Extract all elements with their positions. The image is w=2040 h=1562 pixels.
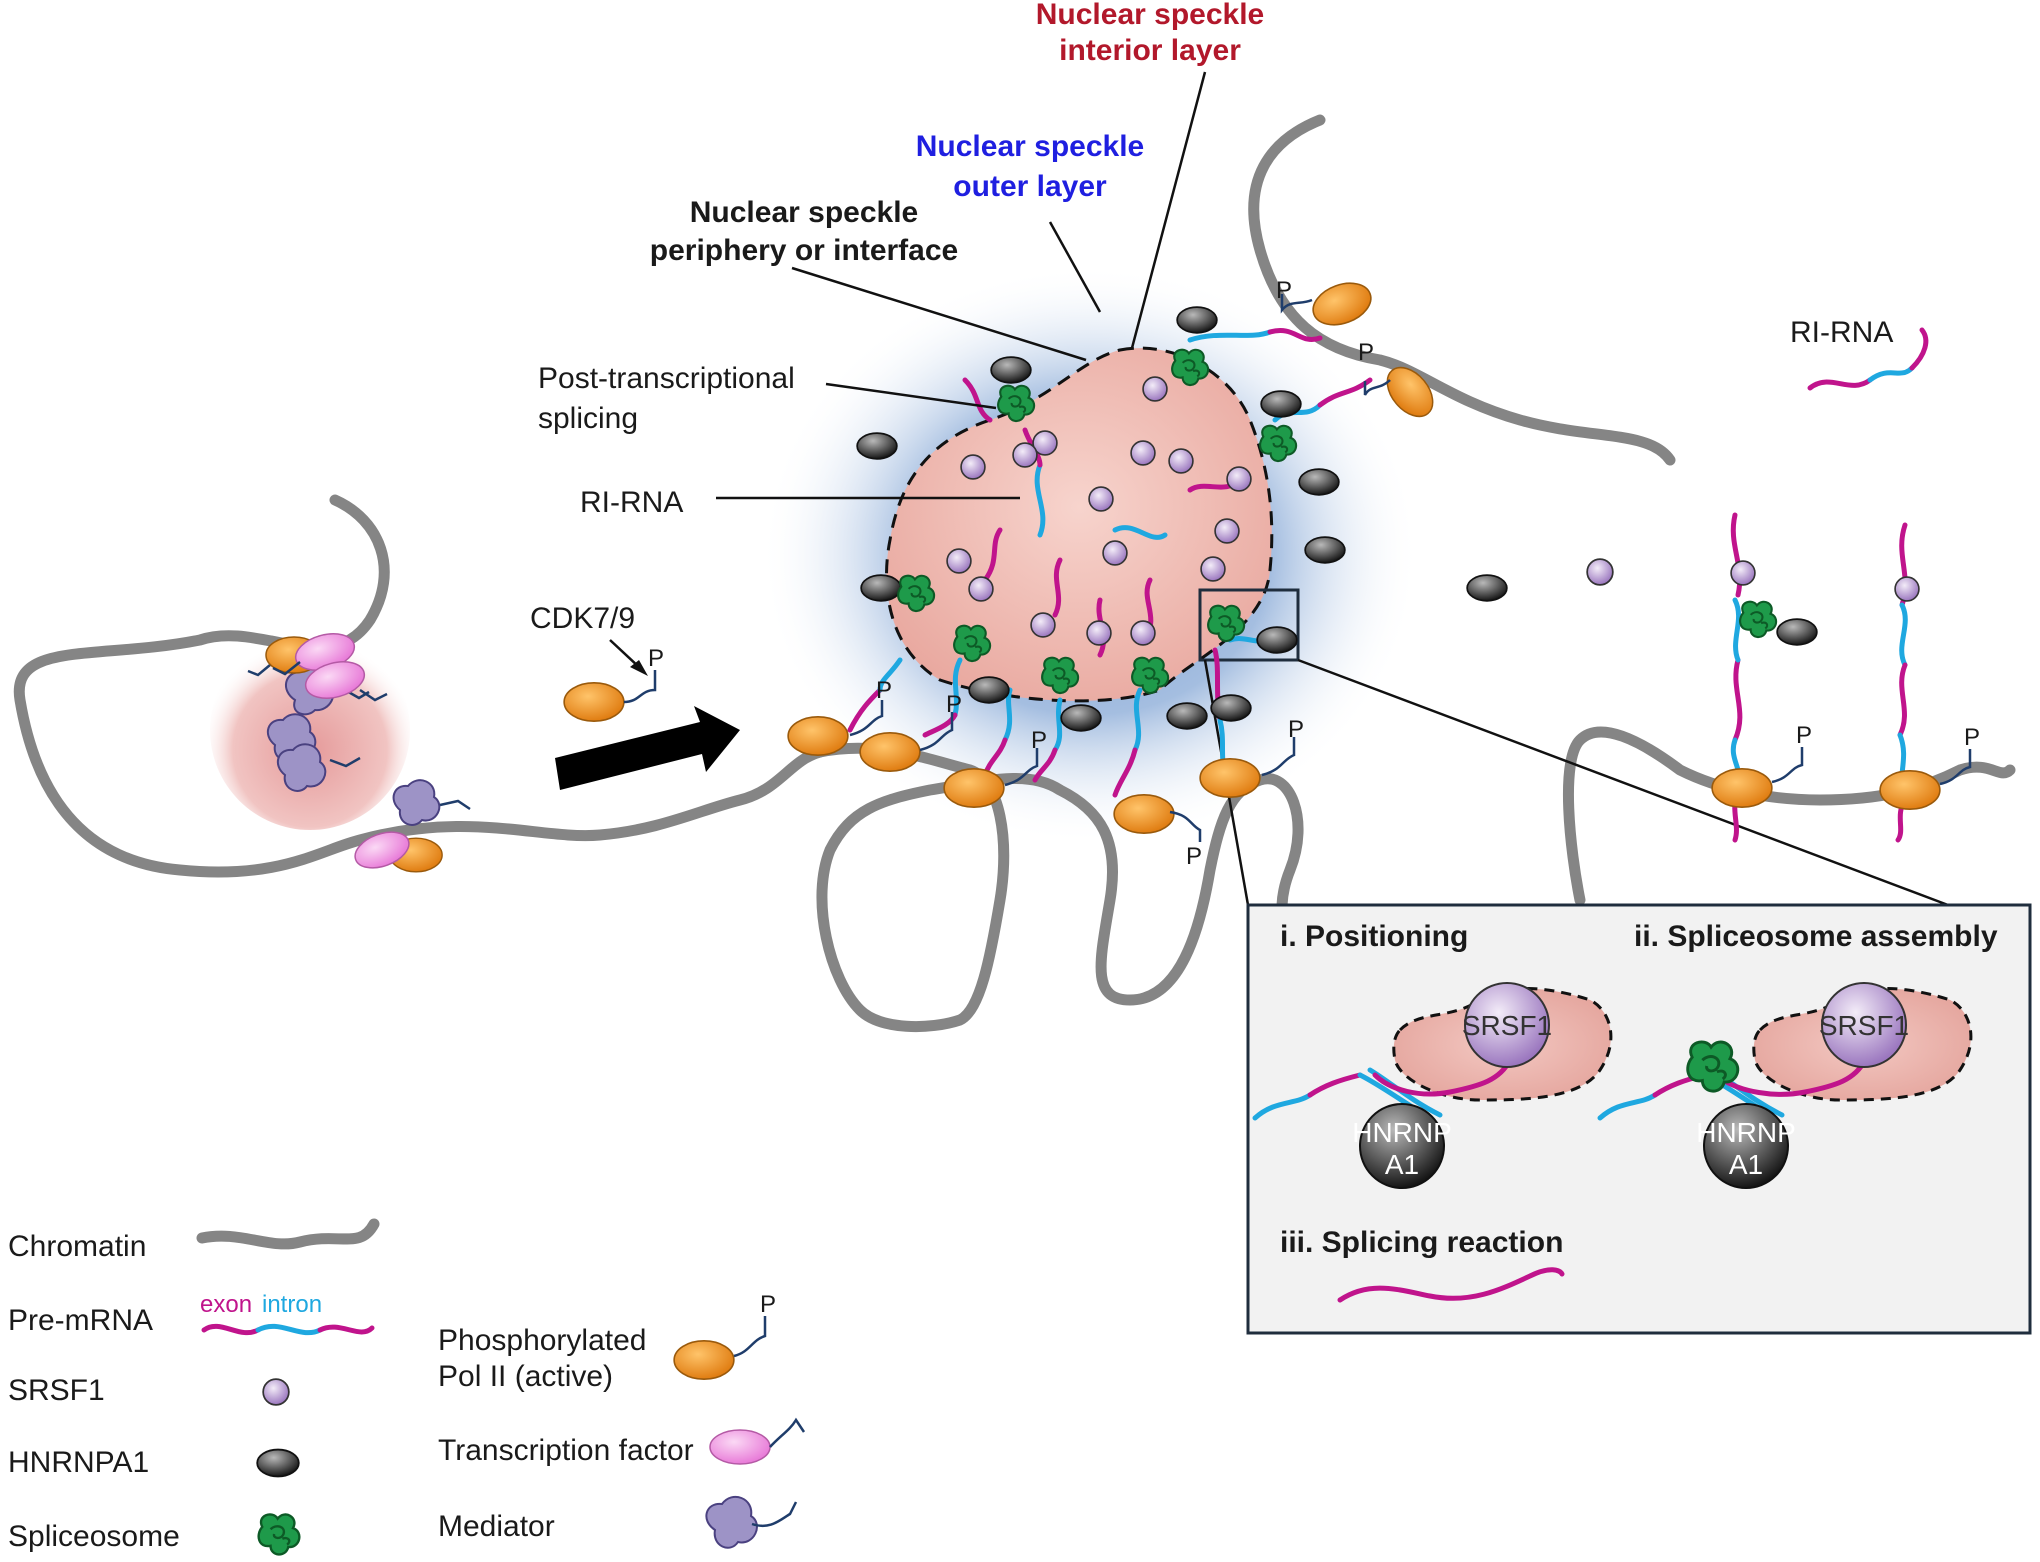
svg-text:Nuclear speckle: Nuclear speckle bbox=[1036, 0, 1264, 31]
svg-text:P: P bbox=[760, 1291, 776, 1318]
label-post-transcriptional: Post-transcriptional splicing bbox=[538, 362, 795, 435]
periphery-leader bbox=[791, 266, 1087, 362]
svg-text:periphery or interface: periphery or interface bbox=[650, 234, 958, 267]
legend-pol2-line1: Phosphorylated bbox=[438, 1324, 646, 1357]
legend-pre-mrna: Pre-mRNA bbox=[8, 1304, 153, 1337]
label-ri-rna: RI-RNA bbox=[580, 486, 683, 519]
svg-text:Nuclear speckle: Nuclear speckle bbox=[916, 130, 1144, 163]
legend-spliceosome: Spliceosome bbox=[8, 1520, 180, 1553]
svg-text:Nuclear speckle: Nuclear speckle bbox=[690, 196, 918, 229]
ri-rna-free bbox=[1807, 327, 1929, 391]
transcription-factor-left bbox=[272, 633, 410, 869]
inset-step3: iii. Splicing reaction bbox=[1280, 1226, 1563, 1259]
mediator-cluster-left bbox=[247, 664, 471, 826]
svg-text:SRSF1: SRSF1 bbox=[1819, 1010, 1909, 1041]
inset-panel: i. Positioning ii. Spliceosome assembly … bbox=[1246, 903, 2032, 1335]
svg-text:P: P bbox=[1964, 724, 1980, 751]
legend: Chromatin Pre-mRNA exon intron SRSF1 HNR… bbox=[8, 1218, 806, 1556]
label-periphery: Nuclear speckle periphery or interface bbox=[650, 196, 958, 267]
legend-hnrnpa1: HNRNPA1 bbox=[8, 1446, 149, 1479]
pol2-speckle-p: P P P P P P P bbox=[876, 277, 1374, 870]
svg-text:P: P bbox=[1358, 339, 1374, 366]
label-ri-rna-right: RI-RNA bbox=[1790, 316, 1893, 349]
legend-pol2-icon bbox=[673, 1339, 735, 1381]
svg-text:P: P bbox=[1031, 727, 1047, 754]
svg-text:HNRNP: HNRNP bbox=[1352, 1117, 1452, 1148]
svg-text:intron: intron bbox=[262, 1291, 322, 1318]
svg-text:A1: A1 bbox=[1385, 1149, 1419, 1180]
inset1-srsf1 bbox=[1464, 982, 1550, 1068]
srsf1-free bbox=[1586, 558, 1614, 586]
legend-srsf1-icon bbox=[262, 1378, 290, 1406]
label-interior: Nuclear speckle interior layer bbox=[1036, 0, 1264, 67]
legend-mediator: Mediator bbox=[438, 1510, 555, 1543]
svg-text:exon: exon bbox=[200, 1291, 252, 1318]
pol2-free-tail bbox=[623, 670, 657, 704]
inset2-hnrnp bbox=[1703, 1103, 1789, 1189]
inset1-hnrnp bbox=[1359, 1103, 1445, 1189]
svg-text:Post-transcriptional: Post-transcriptional bbox=[538, 362, 795, 395]
legend-tf-icon bbox=[709, 1429, 771, 1465]
legend-spliceosome-icon bbox=[257, 1513, 301, 1556]
svg-text:P: P bbox=[876, 677, 892, 704]
svg-text:P: P bbox=[1276, 277, 1292, 304]
inset3-spliced-mrna bbox=[1337, 1267, 1565, 1303]
zoom-box bbox=[1198, 588, 1300, 662]
inset-step2: ii. Spliceosome assembly bbox=[1634, 920, 1998, 953]
inset-step1: i. Positioning bbox=[1280, 920, 1468, 953]
svg-text:P: P bbox=[946, 691, 962, 718]
svg-text:P: P bbox=[1288, 716, 1304, 743]
svg-text:SRSF1: SRSF1 bbox=[1462, 1010, 1552, 1041]
svg-text:interior layer: interior layer bbox=[1059, 34, 1241, 67]
cdk-label: CDK7/9 bbox=[530, 602, 635, 635]
post-transcriptional-leader bbox=[825, 382, 997, 410]
interior-leader bbox=[1130, 71, 1207, 349]
hnrnpa1-free bbox=[1466, 574, 1508, 602]
outer-leader bbox=[1048, 221, 1102, 313]
label-outer: Nuclear speckle outer layer bbox=[916, 130, 1144, 203]
pol2-speckle-tails bbox=[849, 294, 1391, 842]
legend-hnrnpa1-icon bbox=[256, 1448, 300, 1478]
speckle-interior bbox=[885, 346, 1274, 703]
svg-text:P: P bbox=[1796, 722, 1812, 749]
activation-arrow bbox=[555, 706, 740, 790]
zoom-line-right bbox=[1297, 658, 1949, 907]
svg-text:P: P bbox=[1186, 843, 1202, 870]
inset2-srsf1 bbox=[1821, 982, 1907, 1068]
svg-text:HNRNP: HNRNP bbox=[1696, 1117, 1796, 1148]
svg-text:splicing: splicing bbox=[538, 402, 638, 435]
legend-chromatin: Chromatin bbox=[8, 1230, 146, 1263]
legend-srsf1: SRSF1 bbox=[8, 1374, 105, 1407]
legend-mediator-icon bbox=[705, 1495, 758, 1549]
legend-chromatin-icon bbox=[196, 1218, 380, 1250]
pol2-free bbox=[563, 681, 625, 723]
legend-tf: Transcription factor bbox=[438, 1434, 694, 1467]
svg-text:A1: A1 bbox=[1729, 1149, 1763, 1180]
chromatin-right-bottom bbox=[1562, 726, 2016, 906]
transcription-sites-right: P P bbox=[1711, 512, 1980, 843]
chromatin-right-top bbox=[1248, 114, 1676, 466]
svg-text:outer layer: outer layer bbox=[953, 170, 1107, 203]
phospho-label: P bbox=[648, 645, 664, 672]
legend-pol2-line2: Pol II (active) bbox=[438, 1360, 613, 1393]
